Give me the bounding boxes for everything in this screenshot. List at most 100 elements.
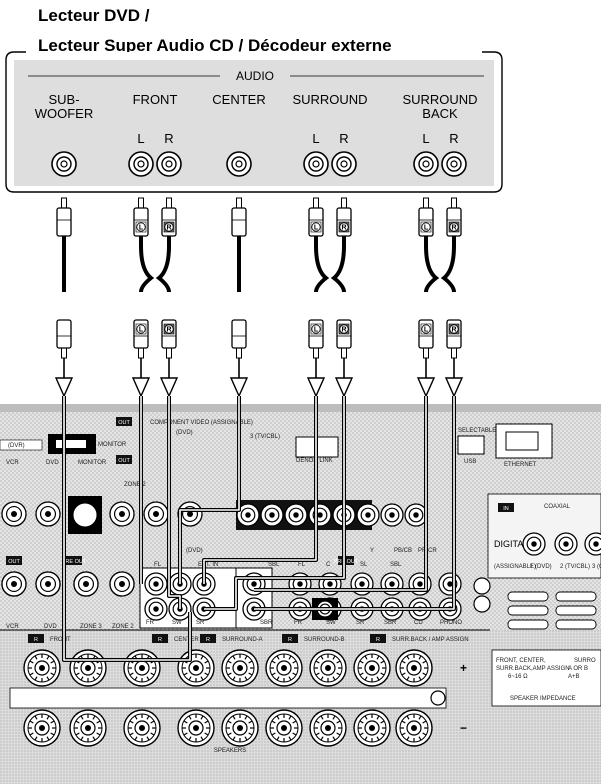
plug-tip bbox=[313, 197, 319, 209]
receiver-label: FR bbox=[146, 620, 155, 626]
receiver-rca-ring bbox=[408, 507, 424, 523]
receiver-label: SBR bbox=[384, 620, 397, 626]
cable-wire-left bbox=[314, 236, 330, 293]
receiver-label: SURR.BACK,AMP ASSIGN bbox=[496, 666, 570, 672]
receiver-rca-pin bbox=[389, 581, 395, 587]
receiver-badge-text: R bbox=[288, 637, 292, 643]
connect-arrow bbox=[159, 377, 179, 398]
binding-post-knurl bbox=[336, 672, 341, 676]
plug-tip bbox=[138, 347, 144, 359]
plug-label: L bbox=[314, 225, 319, 232]
rca-jack-ring bbox=[133, 156, 149, 172]
rca-jack-ring bbox=[418, 156, 434, 172]
binding-post-hole bbox=[85, 725, 91, 731]
receiver-rca-pin bbox=[245, 512, 251, 518]
rca-jack-outer bbox=[441, 151, 467, 177]
binding-post-knurl bbox=[315, 720, 320, 724]
plug-label: R bbox=[341, 225, 346, 232]
plug-badge-circle bbox=[339, 324, 349, 334]
vent-slot bbox=[555, 591, 597, 602]
plug-badge-circle bbox=[449, 324, 459, 334]
receiver-rca-pin bbox=[417, 581, 423, 587]
binding-post-knurl bbox=[288, 676, 292, 681]
binding-post-knurl bbox=[376, 736, 380, 741]
plug-badge-circle bbox=[449, 222, 459, 232]
receiver-badge-text: R bbox=[206, 637, 210, 643]
channel-label: SURROUND bbox=[402, 92, 477, 107]
plug-tip bbox=[423, 347, 429, 359]
binding-post-knurl bbox=[129, 672, 134, 676]
binding-post-knurl bbox=[359, 720, 364, 724]
binding-post-knurl bbox=[29, 660, 34, 664]
vent-slot bbox=[555, 605, 597, 616]
binding-post-knurl bbox=[271, 660, 276, 664]
receiver-badge bbox=[498, 503, 514, 512]
connect-arrow bbox=[416, 377, 436, 398]
binding-post-knurl bbox=[315, 732, 320, 736]
receiver-label: SR bbox=[196, 620, 205, 626]
rca-jack-pin bbox=[422, 160, 430, 168]
receiver-label: ETHERNET bbox=[504, 462, 537, 468]
binding-post-knurl bbox=[288, 655, 292, 660]
binding-post-knurl bbox=[315, 660, 320, 664]
binding-post-knurl bbox=[232, 736, 236, 741]
receiver-label: FRONT, CENTER, bbox=[496, 658, 546, 664]
binding-post-knurl bbox=[146, 715, 150, 720]
rca-jack-pin bbox=[340, 160, 348, 168]
binding-post-knurl bbox=[29, 720, 34, 724]
vent-slot bbox=[507, 605, 549, 616]
ethernet-jack bbox=[505, 431, 539, 451]
binding-post-hole bbox=[39, 665, 45, 671]
plug-badge-circle bbox=[136, 222, 146, 232]
binding-post-knurl bbox=[401, 672, 406, 676]
binding-post-knurl bbox=[80, 676, 84, 681]
jack-label: L bbox=[312, 131, 319, 146]
connect-arrow bbox=[54, 377, 74, 398]
binding-post-knurl bbox=[92, 715, 96, 720]
plug-tip bbox=[341, 197, 347, 209]
binding-post-knurl bbox=[188, 676, 192, 681]
receiver-rca-pin bbox=[293, 512, 299, 518]
receiver-label: ZONE 2 bbox=[124, 482, 146, 488]
receiver-badge bbox=[116, 455, 132, 464]
binding-post-knurl bbox=[46, 676, 50, 681]
binding-post-knurl bbox=[29, 672, 34, 676]
receiver-label: COAXIAL bbox=[544, 504, 571, 510]
receiver-label: DVD bbox=[44, 624, 57, 630]
plug-tip bbox=[236, 197, 242, 209]
s-video-jack bbox=[72, 502, 98, 528]
receiver-rca-ring bbox=[39, 505, 57, 523]
receiver-label: A OR B bbox=[568, 666, 588, 672]
connect-arrow bbox=[131, 377, 151, 398]
binding-post-knurl bbox=[364, 736, 368, 741]
receiver-label: PHONO bbox=[440, 620, 462, 626]
receiver-rca-pin bbox=[359, 581, 365, 587]
connect-arrow bbox=[306, 377, 326, 398]
binding-post-knurl bbox=[75, 720, 80, 724]
receiver-label: (DVD) bbox=[176, 430, 193, 436]
receiver-rca-ring bbox=[526, 536, 542, 552]
wire-core bbox=[254, 396, 427, 591]
rca-jack-outer bbox=[413, 151, 439, 177]
receiver-badge bbox=[200, 634, 216, 643]
receiver-badge bbox=[370, 634, 386, 643]
binding-post-hole bbox=[85, 665, 91, 671]
cable-wire-right bbox=[155, 236, 171, 293]
binding-post-knurl bbox=[364, 715, 368, 720]
digital-label: DIGITAL bbox=[494, 539, 528, 549]
binding-post-knurl bbox=[418, 715, 422, 720]
plug-body bbox=[231, 319, 247, 349]
cable-wire-right bbox=[440, 236, 456, 293]
binding-post-knurl bbox=[406, 676, 410, 681]
binding-post-knurl bbox=[292, 732, 297, 736]
binding-post-knurl bbox=[75, 732, 80, 736]
binding-post-knurl bbox=[227, 720, 232, 724]
binding-post-knurl bbox=[271, 672, 276, 676]
binding-post-knurl bbox=[336, 660, 341, 664]
jack-label: L bbox=[422, 131, 429, 146]
binding-post-knurl bbox=[227, 732, 232, 736]
receiver-rca-ring bbox=[181, 505, 199, 523]
receiver-rca-pin bbox=[531, 541, 537, 547]
receiver-label: C bbox=[326, 562, 331, 568]
receiver-label: USB bbox=[464, 459, 476, 465]
